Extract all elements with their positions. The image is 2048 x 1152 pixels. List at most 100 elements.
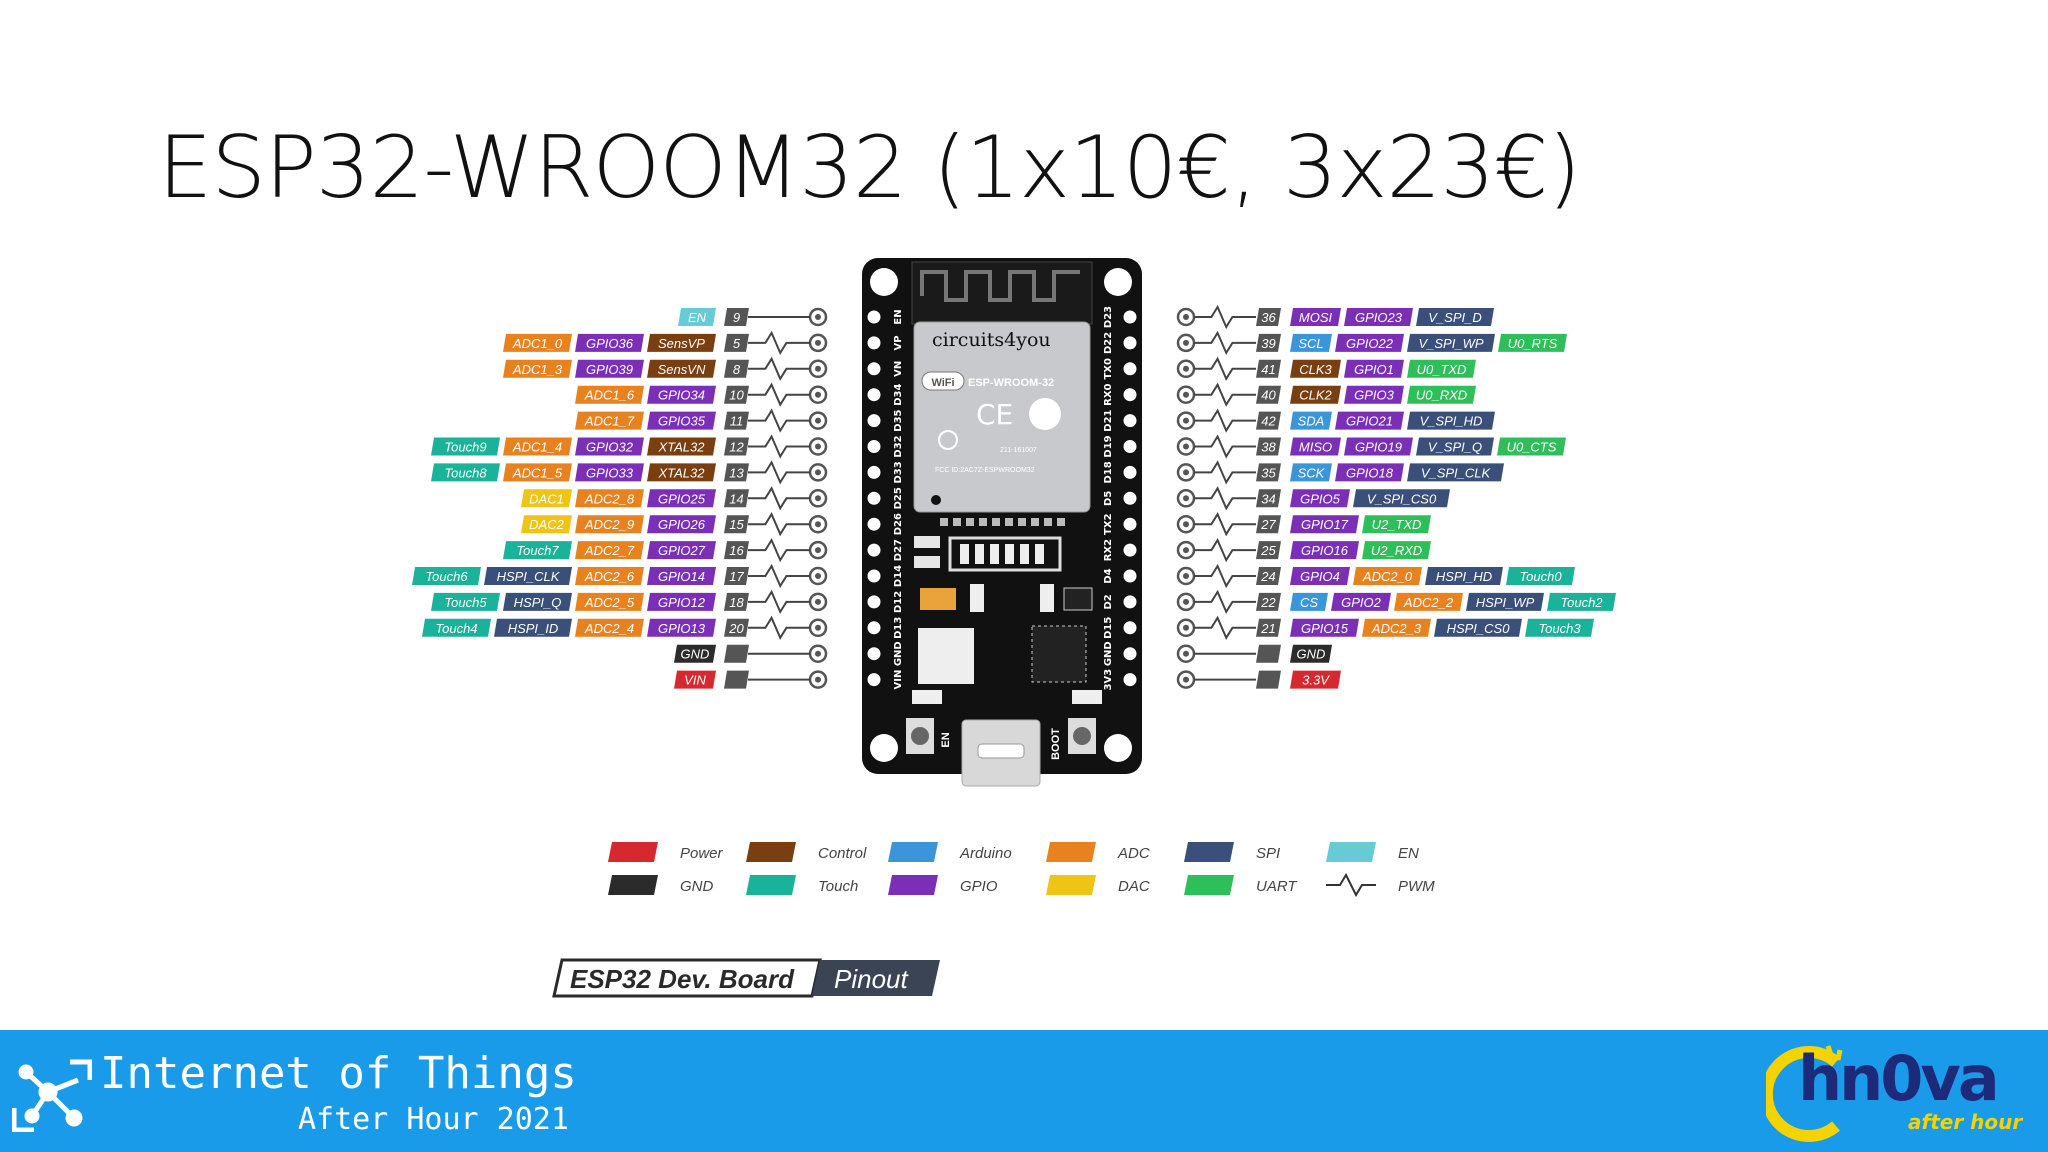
pwm-wave-icon [748, 486, 810, 511]
pin-row: 9EN [678, 307, 828, 327]
pin-label-text: GPIO3 [1354, 388, 1395, 403]
pin-label-text: GPIO25 [658, 491, 706, 506]
pin-label-box [431, 437, 500, 456]
header-pin-right [1123, 388, 1137, 402]
pin-label-box [1506, 567, 1575, 585]
pin-label-box [1290, 670, 1341, 689]
pin-number-label: 8 [733, 362, 741, 377]
pin-label-text: V_SPI_HD [1420, 414, 1483, 429]
pin-label-text: GPIO14 [658, 569, 705, 584]
pwm-wave-icon [748, 589, 810, 615]
pin-label-box [1290, 333, 1332, 352]
component [975, 544, 984, 564]
pin-label-text: GPIO16 [1301, 543, 1349, 558]
pin-terminal-dot [1183, 598, 1189, 605]
antenna-trace [920, 270, 1080, 302]
pin-terminal-dot [1183, 443, 1189, 450]
pin-number-box [724, 359, 749, 378]
legend-swatch [888, 842, 938, 862]
pin-label-text: U2_RXD [1371, 543, 1422, 558]
pin-label-box [674, 670, 716, 689]
mounting-hole [870, 734, 898, 762]
pin-label-box [503, 541, 572, 560]
pin-label-text: SensVN [658, 362, 706, 377]
pin-row: VIN [674, 670, 828, 689]
pin-number-label: 9 [733, 310, 740, 325]
footer-subtitle: After Hour 2021 [298, 1102, 569, 1137]
pin-label-box [503, 463, 572, 482]
pin-label-box [647, 567, 716, 585]
pin-label-box [647, 385, 716, 404]
pin-label-text: GPIO5 [1300, 491, 1341, 506]
pwm-wave-icon [1194, 382, 1256, 407]
header-pin-left [867, 465, 881, 479]
pin-terminal-dot [1183, 417, 1189, 424]
pin-label-text: GPIO21 [1346, 414, 1393, 429]
pin-label-box [1407, 333, 1495, 352]
pin-label-box [1290, 463, 1332, 482]
pin-label-box [1290, 489, 1350, 508]
pin-label-text: GPIO22 [1346, 336, 1394, 351]
pin-label-text: GPIO4 [1300, 569, 1340, 584]
pin-number-label: 34 [1261, 491, 1275, 506]
header-label-left: VIN [893, 670, 904, 690]
pin-label-box [647, 515, 716, 534]
header-pin-left [867, 569, 881, 583]
header-pin-left [867, 310, 881, 324]
pin-label-box [1335, 333, 1404, 352]
pin-terminal-dot [815, 365, 821, 372]
legend-item: GPIO [888, 875, 998, 895]
pwm-wave-icon [748, 356, 810, 381]
pin-label-text: ADC2_7 [584, 543, 635, 558]
pin-number-box [724, 515, 749, 534]
pin-label-box [1547, 592, 1616, 611]
pin-terminal-dot [815, 495, 821, 502]
pin-label-text: CLK2 [1299, 388, 1332, 403]
pin-number-box [1256, 489, 1281, 508]
pin-number-label: 25 [1260, 543, 1276, 558]
pin-terminal-dot [815, 650, 821, 657]
pin-number-box [724, 463, 749, 482]
legend-swatch [746, 875, 796, 895]
pin-number-box [1256, 437, 1281, 456]
header-pin-right [1123, 414, 1137, 428]
pin-label-text: Touch0 [1519, 569, 1562, 584]
header-pin-left [867, 621, 881, 635]
pin-terminal-dot [1183, 650, 1189, 657]
pin-number-label: 22 [1260, 595, 1276, 610]
pin-row: GND [1176, 644, 1332, 663]
pin-label-text: ADC1_0 [512, 336, 563, 351]
legend-swatch [608, 842, 658, 862]
brand-logo-icon [1766, 1045, 1843, 1142]
pin-label-box [494, 618, 572, 637]
pin-number-box [1256, 359, 1281, 378]
pwm-wave-icon [748, 460, 810, 485]
pin-number-box [1256, 592, 1281, 611]
pin-terminal-dot [1183, 495, 1189, 502]
pin-number-box [724, 333, 749, 352]
pin-terminal-dot [1183, 573, 1189, 579]
pin-label-text: GPIO1 [1354, 362, 1394, 377]
header-label-left: VN [893, 361, 904, 377]
pin-label-text: V_SPI_WP [1418, 336, 1483, 351]
pin-label-text: VIN [684, 673, 706, 688]
header-label-right: D5 [1103, 491, 1114, 506]
pin-label-text: GPIO35 [658, 414, 706, 429]
module-pad [1005, 518, 1013, 526]
pin-label-text: GPIO36 [586, 336, 634, 351]
pin-number-label: 14 [729, 491, 743, 506]
pin-label-text: HSPI_WP [1476, 595, 1535, 610]
pin-number-box [724, 308, 749, 326]
pin-number-box [724, 437, 749, 456]
pin-label-text: MOSI [1299, 310, 1333, 325]
pin-label-box [1290, 592, 1328, 611]
pin-label-text: V_SPI_CS0 [1367, 491, 1437, 506]
pin-label-box [1290, 359, 1341, 378]
fcc-id-text: FCC ID:2AC7Z-ESPWROOM32 [935, 467, 1035, 474]
pwm-wave-icon [748, 563, 810, 589]
pin-label-text: ADC2_3 [1371, 621, 1422, 636]
